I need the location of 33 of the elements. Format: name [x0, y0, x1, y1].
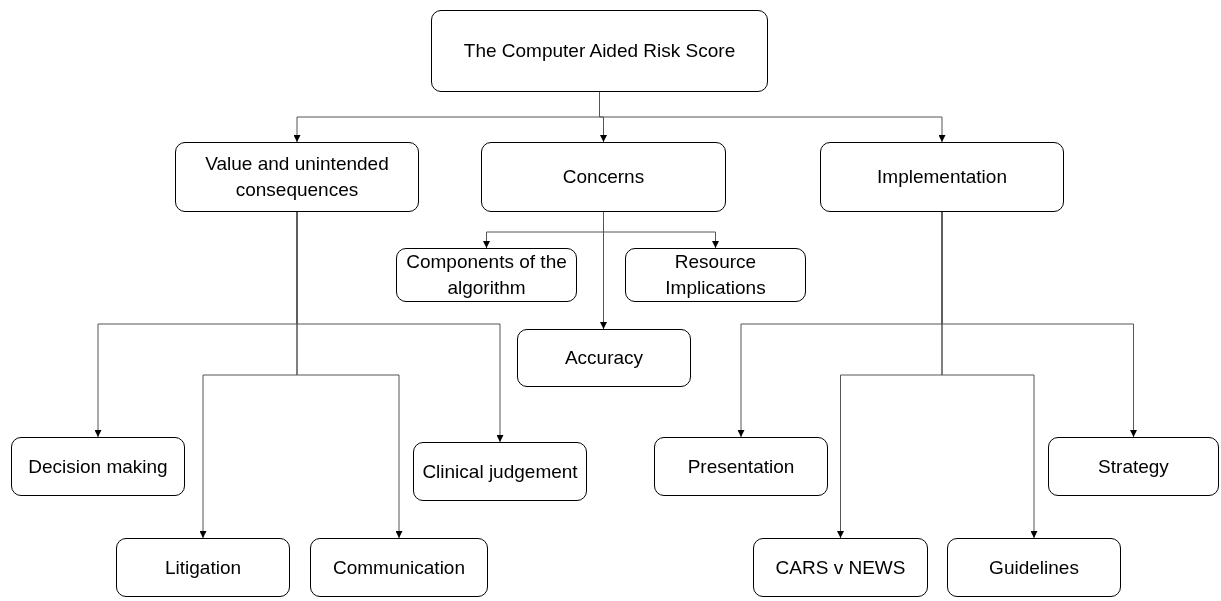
- rounded-box: [654, 437, 828, 496]
- rounded-box: [431, 10, 768, 92]
- connector-arrow: [941, 211, 1038, 539]
- rounded-box: [1048, 437, 1219, 496]
- rounded-box: [820, 142, 1064, 212]
- rounded-box: [413, 442, 587, 501]
- node-label: Components of the algorithm: [405, 250, 568, 300]
- rounded-box: [310, 538, 488, 597]
- rounded-box: [517, 329, 691, 387]
- node-label: Decision making: [28, 454, 168, 479]
- rounded-box: [396, 248, 577, 302]
- rounded-box: [625, 248, 806, 302]
- node-label: Clinical judgement: [422, 459, 578, 484]
- node-label: CARS v NEWS: [775, 555, 906, 580]
- node-label: Communication: [333, 555, 465, 580]
- rounded-box: [175, 142, 419, 212]
- rounded-box: [116, 538, 290, 597]
- rounded-box: [481, 142, 726, 212]
- node-label: Strategy: [1098, 454, 1169, 479]
- node-label: Concerns: [562, 165, 645, 190]
- node-label: Value and unintended consequences: [204, 152, 390, 202]
- node-label: Implementation: [877, 165, 1007, 190]
- rounded-box: [753, 538, 928, 597]
- node-label: Presentation: [687, 454, 795, 479]
- rounded-box: [11, 437, 185, 496]
- node-label: Guidelines: [989, 555, 1079, 580]
- rounded-box: [947, 538, 1121, 597]
- node-label: Litigation: [164, 555, 242, 580]
- node-label: The Computer Aided Risk Score: [463, 39, 736, 64]
- connector-arrow: [600, 211, 607, 330]
- node-label: Accuracy: [564, 346, 644, 371]
- node-label: Resource Implications: [664, 250, 767, 300]
- connector-arrow: [296, 211, 403, 539]
